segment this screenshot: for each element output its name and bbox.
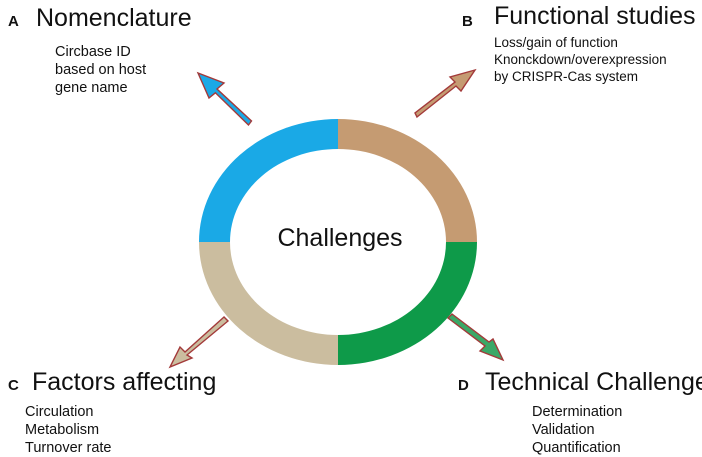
list-item: Determination bbox=[532, 404, 623, 420]
ring-segment-functional bbox=[338, 119, 477, 242]
panel-d-letter: D bbox=[458, 377, 469, 394]
list-item: by CRISPR-Cas system bbox=[494, 69, 639, 84]
panel-c-title: Factors affecting bbox=[32, 368, 217, 396]
panel-b-title: Functional studies bbox=[494, 2, 696, 30]
list-item: Metabolism bbox=[25, 422, 100, 438]
list-item: Validation bbox=[532, 422, 595, 438]
arrow-functional bbox=[414, 68, 477, 119]
list-item: Circulation bbox=[25, 404, 94, 420]
list-item: Knonckdown/overexpression bbox=[494, 52, 667, 67]
panel-a-letter: A bbox=[8, 13, 19, 30]
panel-d-title: Technical Challenges bbox=[485, 368, 702, 396]
list-item: gene name bbox=[55, 80, 128, 96]
arrow-nomenclature bbox=[196, 71, 253, 127]
list-item: Circbase ID bbox=[55, 44, 131, 60]
list-item: Turnover rate bbox=[25, 440, 112, 456]
panel-c-letter: C bbox=[8, 377, 19, 394]
ring-segment-nomenclature bbox=[199, 119, 338, 242]
panel-a-title: Nomenclature bbox=[36, 4, 192, 32]
ring-segment-technical bbox=[338, 242, 477, 365]
ring-segment-factors bbox=[199, 242, 338, 365]
panel-d-items: Determination Validation Quantification bbox=[532, 403, 622, 457]
arrow-technical bbox=[446, 313, 505, 362]
panel-a-items: Circbase ID based on host gene name bbox=[55, 43, 146, 97]
list-item: based on host bbox=[55, 62, 147, 78]
center-label: Challenges bbox=[277, 224, 402, 252]
list-item: Quantification bbox=[532, 440, 621, 456]
list-item: Loss/gain of function bbox=[494, 35, 618, 50]
arrow-factors bbox=[168, 316, 230, 369]
panel-b-letter: B bbox=[462, 13, 473, 30]
panel-b-items: Loss/gain of function Knonckdown/overexp… bbox=[494, 34, 667, 85]
panel-c-items: Circulation Metabolism Turnover rate bbox=[25, 403, 112, 457]
